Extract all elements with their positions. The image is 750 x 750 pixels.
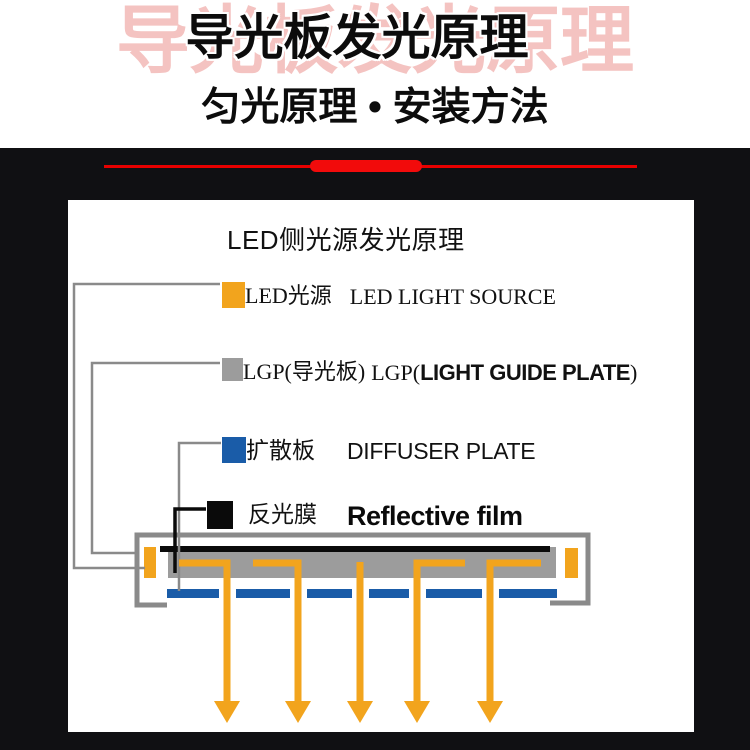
legend-item-diffuser: 扩散板 DIFFUSER PLATE xyxy=(222,431,536,464)
legend-label-en: LGP(LIGHT GUIDE PLATE) xyxy=(371,360,637,386)
red-divider-accent xyxy=(310,160,422,172)
legend-en-main: LIGHT GUIDE PLATE xyxy=(420,360,630,385)
page-subtitle: 匀光原理 • 安装方法 xyxy=(201,86,549,129)
legend-label-en: LED LIGHT SOURCE xyxy=(349,284,556,309)
ghost-watermark-title: 导光板发光原理 xyxy=(116,0,634,82)
legend-item-led: LED光源 LED LIGHT SOURCE xyxy=(222,278,556,309)
film-swatch-icon xyxy=(207,501,233,529)
legend-label-cn: LGP(导光板) xyxy=(243,359,366,384)
lgp-swatch-icon xyxy=(222,358,243,381)
legend-label-en: Reflective film xyxy=(347,501,523,531)
led-swatch-icon xyxy=(222,282,245,308)
legend-label-cn: 反光膜 xyxy=(248,501,317,527)
page-title: 导光板发光原理 xyxy=(185,11,529,65)
legend-en-prefix: LGP( xyxy=(371,360,421,385)
legend-label-en: DIFFUSER PLATE xyxy=(347,438,536,464)
legend-item-lgp: LGP(导光板) LGP(LIGHT GUIDE PLATE) xyxy=(222,354,637,385)
diffuser-swatch-icon xyxy=(222,437,246,463)
diagram-title: LED侧光源发光原理 xyxy=(227,225,465,255)
legend-en-suffix: ) xyxy=(629,360,638,385)
legend-label-cn: LED光源 xyxy=(245,283,332,308)
legend-label-cn: 扩散板 xyxy=(246,437,315,463)
legend-item-film: 反光膜 Reflective film xyxy=(207,495,523,531)
